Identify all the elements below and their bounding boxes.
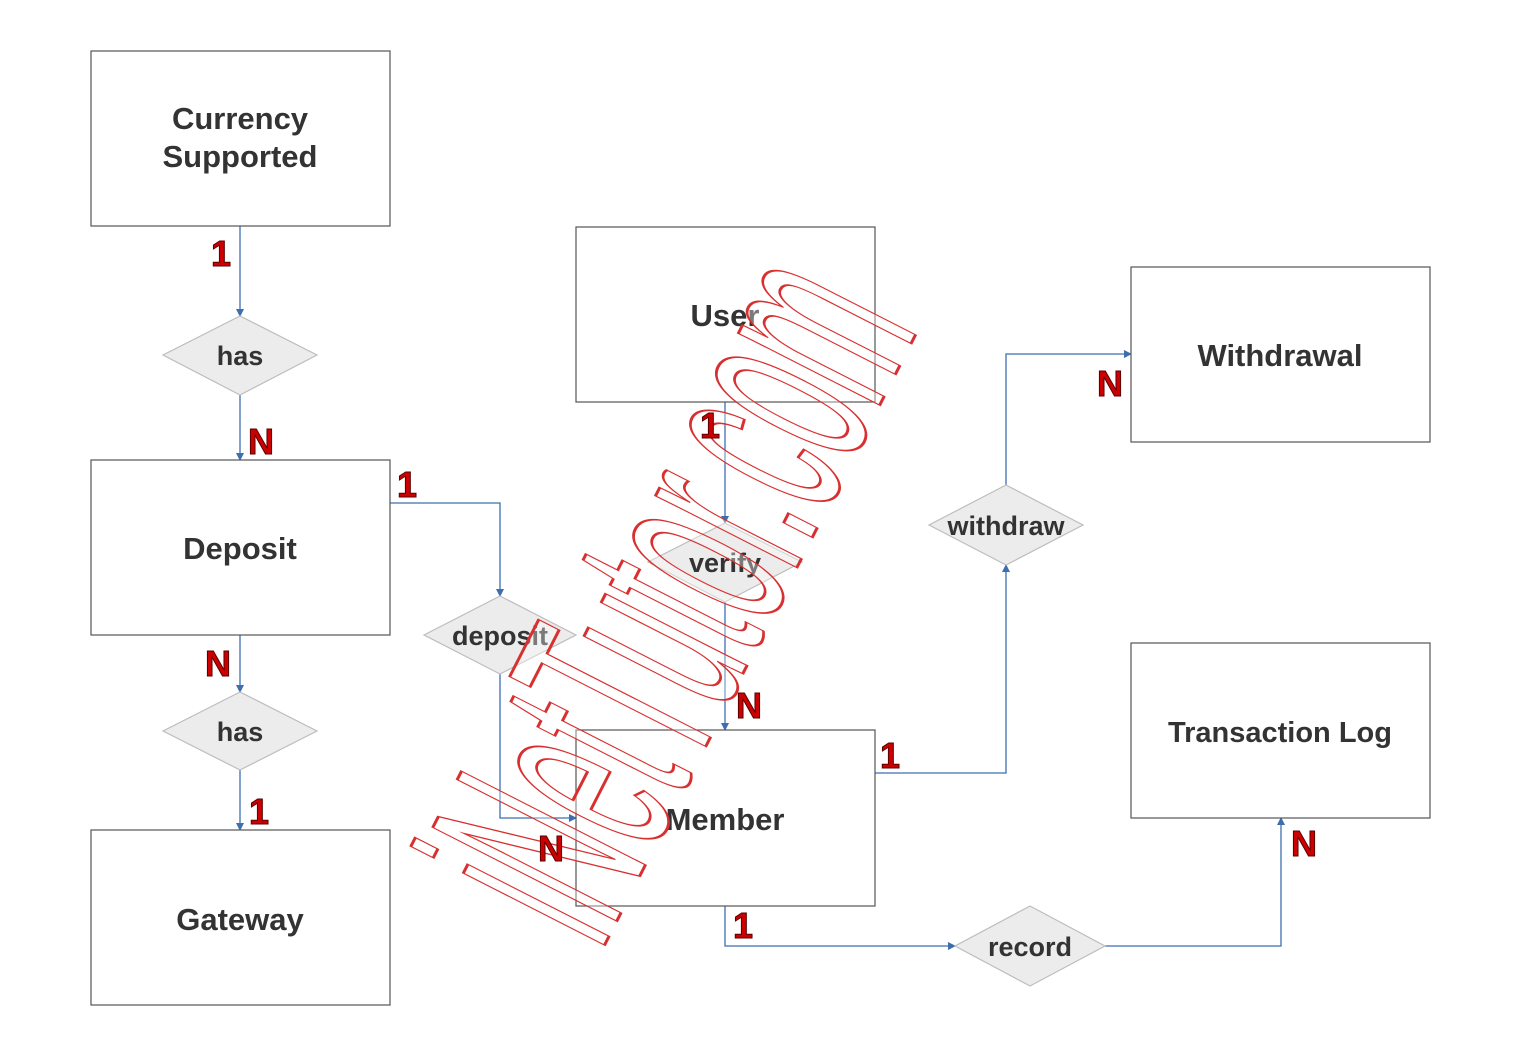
entity-box <box>90 459 391 636</box>
relationship-label: record <box>988 932 1072 962</box>
cardinality-currency-has: 1 <box>211 233 231 274</box>
entity-box <box>90 50 391 227</box>
cardinality-has-gateway: 1 <box>249 791 269 832</box>
connector-member-record <box>724 906 956 950</box>
entity-box <box>575 226 876 403</box>
cardinality-record-transaction: N <box>1291 823 1317 864</box>
entity-label: Transaction Log <box>1168 717 1392 749</box>
entity-user: User <box>575 226 876 403</box>
cardinality-member-withdraw: 1 <box>880 735 900 776</box>
entity-withdrawal: Withdrawal <box>1130 266 1431 443</box>
relationship-withdraw: withdraw <box>927 484 1085 566</box>
relationship-label: withdraw <box>946 511 1065 541</box>
entity-label-line2: Supported <box>163 139 318 174</box>
connector-withdraw-withdrawal <box>1005 350 1132 485</box>
entity-box <box>90 829 391 1006</box>
entity-box <box>1130 266 1431 443</box>
relationship-deposit: deposit <box>422 595 578 675</box>
watermark: iNetTutor.com <box>357 203 977 982</box>
cardinality-verify-member: N <box>736 685 762 726</box>
entity-gateway: Gateway <box>90 829 391 1006</box>
relationship-label: deposit <box>452 621 548 651</box>
relationship-label: has <box>217 341 264 371</box>
entity-label-line1: Currency <box>172 101 309 136</box>
cardinality-member-record: 1 <box>733 905 753 946</box>
entity-label: Gateway <box>176 902 304 937</box>
relationship-label: verify <box>689 548 761 578</box>
relationship-diamond <box>161 315 319 396</box>
relationship-has-deposit-gateway: has <box>161 691 319 771</box>
entity-label: Member <box>666 802 785 837</box>
cardinality-has-deposit: N <box>248 421 274 462</box>
relationship-record: record <box>953 905 1107 987</box>
entity-deposit: Deposit <box>90 459 391 636</box>
relationship-has-currency-deposit: has <box>161 315 319 396</box>
cardinality-deposit-member: N <box>538 828 564 869</box>
connector-deposit-to-deposit-rel <box>390 502 504 597</box>
relationship-label: has <box>217 717 264 747</box>
entity-box <box>1130 642 1431 819</box>
connector-member-withdraw <box>875 564 1010 774</box>
entity-member: Member <box>575 729 876 907</box>
relationship-diamond <box>422 595 578 675</box>
cardinality-deposit-deposit: 1 <box>397 464 417 505</box>
connector-deposit-rel-to-member <box>499 674 577 822</box>
relationship-diamond <box>953 905 1107 987</box>
connector-record-transaction <box>1105 817 1285 947</box>
cardinality-deposit-has: N <box>205 643 231 684</box>
entity-label: User <box>691 298 760 333</box>
relationship-diamond <box>927 484 1085 566</box>
connectors <box>236 226 1285 950</box>
entity-currency-supported: Currency Supported <box>90 50 391 227</box>
cardinalities: 1 N 1 N 1 1 N N 1 N 1 N <box>205 233 1318 947</box>
cardinality-user-verify: 1 <box>700 405 720 446</box>
entity-box <box>575 729 876 907</box>
relationship-verify: verify <box>646 522 804 603</box>
relationship-diamond <box>161 691 319 771</box>
relationship-diamond <box>646 522 804 603</box>
watermark-text: iNetTutor.com <box>359 205 976 981</box>
cardinality-withdraw-withdrawal: N <box>1097 363 1123 404</box>
entity-transaction-log: Transaction Log <box>1130 642 1431 819</box>
entity-label: Withdrawal <box>1197 338 1362 373</box>
entity-label: Deposit <box>183 531 297 566</box>
